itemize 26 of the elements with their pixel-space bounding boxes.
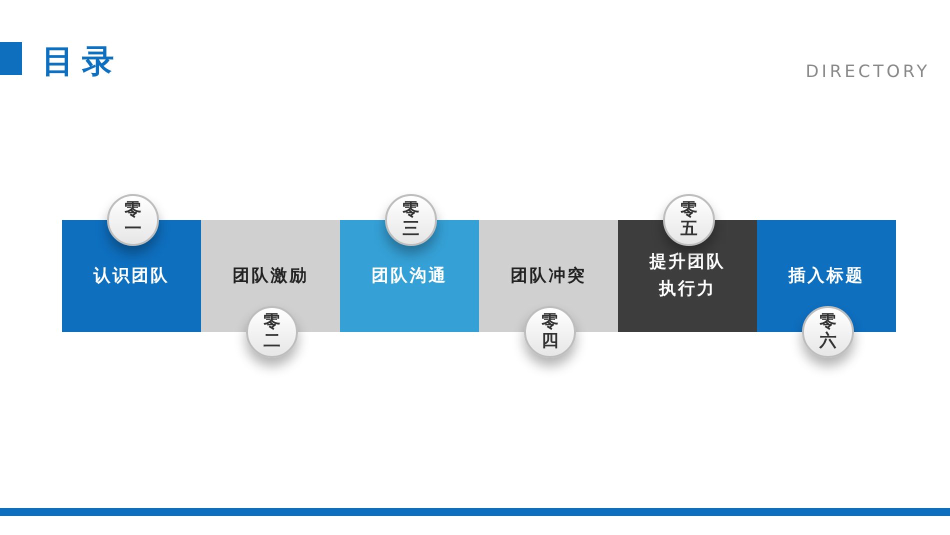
number-badge xyxy=(524,306,576,358)
topic-text: 团队激励 xyxy=(232,264,310,288)
number-badge xyxy=(246,306,298,358)
number-text: 零四 xyxy=(542,313,558,351)
topic-text: 插入标题 xyxy=(787,264,866,288)
topic-tile xyxy=(201,220,340,332)
number-badge xyxy=(385,194,437,246)
title: 目录 xyxy=(42,41,122,82)
topic-text: 团队冲突 xyxy=(510,264,588,288)
subtitle: DIRECTORY xyxy=(806,62,930,82)
number-text: 零六 xyxy=(820,313,836,351)
number-badge xyxy=(802,306,854,358)
number-text: 零二 xyxy=(264,313,280,351)
topic-tile xyxy=(757,220,896,332)
number-text: 零五 xyxy=(680,201,698,239)
topic-text: 团队沟通 xyxy=(370,264,448,288)
topic-tile xyxy=(62,220,201,332)
topic-tile xyxy=(479,220,618,332)
number-text: 零三 xyxy=(402,201,420,239)
topic-text: 认识团队 xyxy=(92,264,170,288)
number-badge xyxy=(107,194,159,246)
number-text: 零一 xyxy=(124,201,142,239)
topic-text: 提升团队执行力 xyxy=(648,251,726,301)
topic-tile xyxy=(618,220,757,332)
number-badge xyxy=(663,194,715,246)
topic-tile xyxy=(340,220,479,332)
